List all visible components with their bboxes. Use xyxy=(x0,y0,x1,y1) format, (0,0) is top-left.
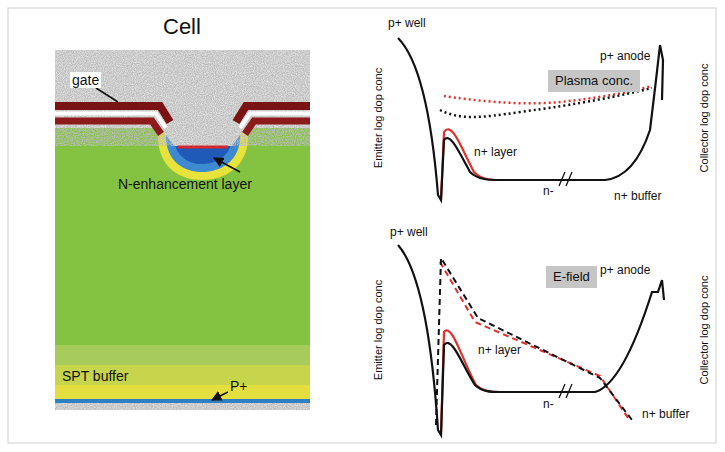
leader-line xyxy=(214,158,240,172)
plasma-plot xyxy=(398,38,663,200)
region-label: n+ buffer xyxy=(612,190,663,204)
part-name: gate xyxy=(70,72,101,88)
region-label: p+ anode xyxy=(598,50,652,64)
axis-label: Collector log dop conc xyxy=(698,276,711,385)
part-name: P+ xyxy=(230,378,248,394)
axis-label: Collector log dop conc xyxy=(698,64,711,173)
axis-label: Emitter log dop conc xyxy=(372,280,385,380)
caption-box: Plasma conc. xyxy=(548,70,640,92)
leader-line xyxy=(212,392,228,400)
axis-label: Emitter log dop conc xyxy=(372,68,385,168)
panel-title: Cell xyxy=(163,14,201,39)
box-label: Plasma conc. xyxy=(555,73,633,88)
region-label: n+ layer xyxy=(472,146,519,160)
part-name: N-enhancement layer xyxy=(118,176,252,192)
efield-plot xyxy=(398,245,664,435)
region-label: n+ buffer xyxy=(640,408,691,422)
part-name: SPT buffer xyxy=(62,368,128,384)
region-label: n- xyxy=(543,398,554,412)
caption-box: E-field xyxy=(546,266,597,288)
leader-line xyxy=(96,88,118,102)
region-label: p+ well xyxy=(388,226,430,240)
box-label: E-field xyxy=(553,269,590,284)
cell-cross-section xyxy=(55,50,310,410)
region-label: p+ anode xyxy=(598,264,652,278)
frame xyxy=(8,8,716,443)
region-label: n- xyxy=(543,185,554,199)
region-label: p+ well xyxy=(388,17,426,31)
region-label: n+ layer xyxy=(476,344,523,358)
